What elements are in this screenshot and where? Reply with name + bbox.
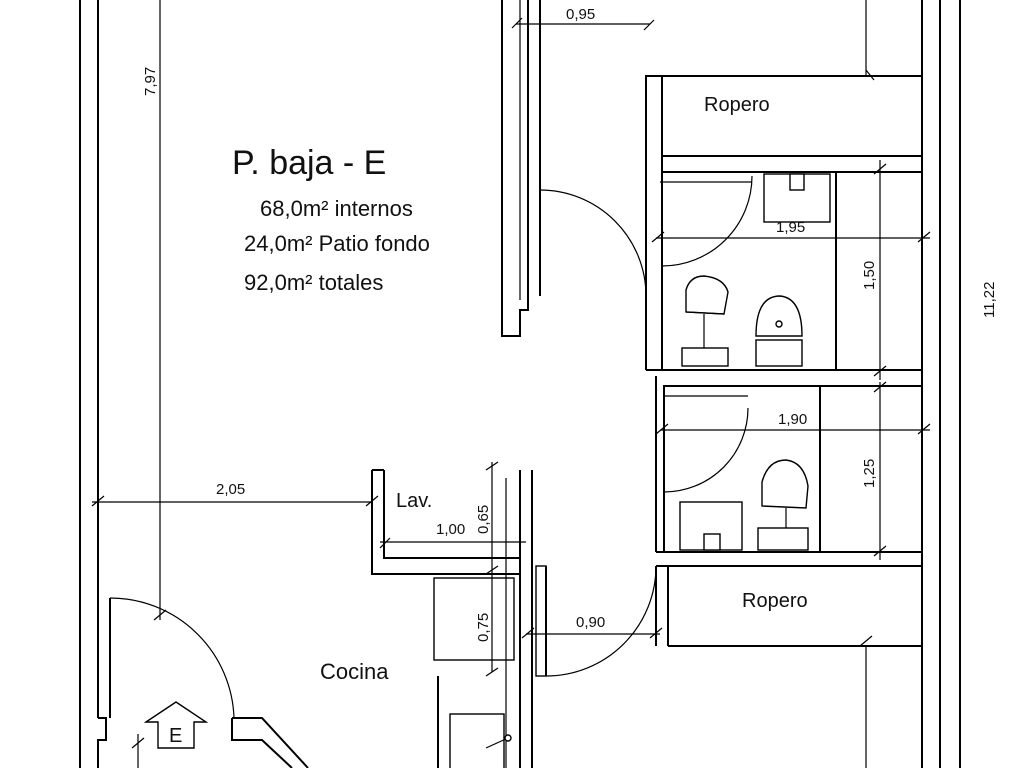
plan-title: P. baja - E — [232, 144, 386, 182]
bathroom-1 — [646, 171, 923, 371]
dim-height-left: 7,97 — [142, 67, 159, 96]
dim-kitchen-depth: 0,75 — [475, 613, 492, 642]
ropero-bottom-block — [655, 565, 922, 768]
dim-door-width: 0,90 — [576, 614, 605, 631]
area-internal: 68,0m² internos — [260, 196, 413, 221]
dim-width-top: 0,95 — [566, 6, 595, 23]
entrance-label: E — [169, 725, 182, 747]
dimension-lines — [91, 0, 931, 768]
room-label-cocina: Cocina — [320, 659, 389, 684]
dim-living-width: 2,05 — [216, 481, 245, 498]
entrance-arrow-icon — [143, 701, 209, 749]
area-total: 92,0m² totales — [244, 270, 383, 295]
dim-bath1-height: 1,50 — [861, 261, 878, 290]
room-label-ropero-bottom: Ropero — [742, 590, 808, 612]
dim-bath2-height: 1,25 — [861, 459, 878, 488]
dim-lav-depth: 0,65 — [475, 505, 492, 534]
doors — [109, 175, 753, 719]
dim-bath1-width: 1,95 — [776, 219, 805, 236]
area-patio: 24,0m² Patio fondo — [244, 231, 430, 256]
room-label-lavadero: Lav. — [396, 490, 432, 512]
bathroom-2 — [655, 376, 923, 553]
dim-total-height: 11,22 — [981, 282, 998, 318]
dim-bath2-width: 1,90 — [778, 411, 807, 428]
outer-walls — [79, 0, 961, 768]
room-label-ropero-top: Ropero — [704, 94, 770, 116]
dim-lav-width: 1,00 — [436, 521, 465, 538]
kitchen-block — [371, 469, 547, 768]
central-partition — [501, 0, 541, 337]
